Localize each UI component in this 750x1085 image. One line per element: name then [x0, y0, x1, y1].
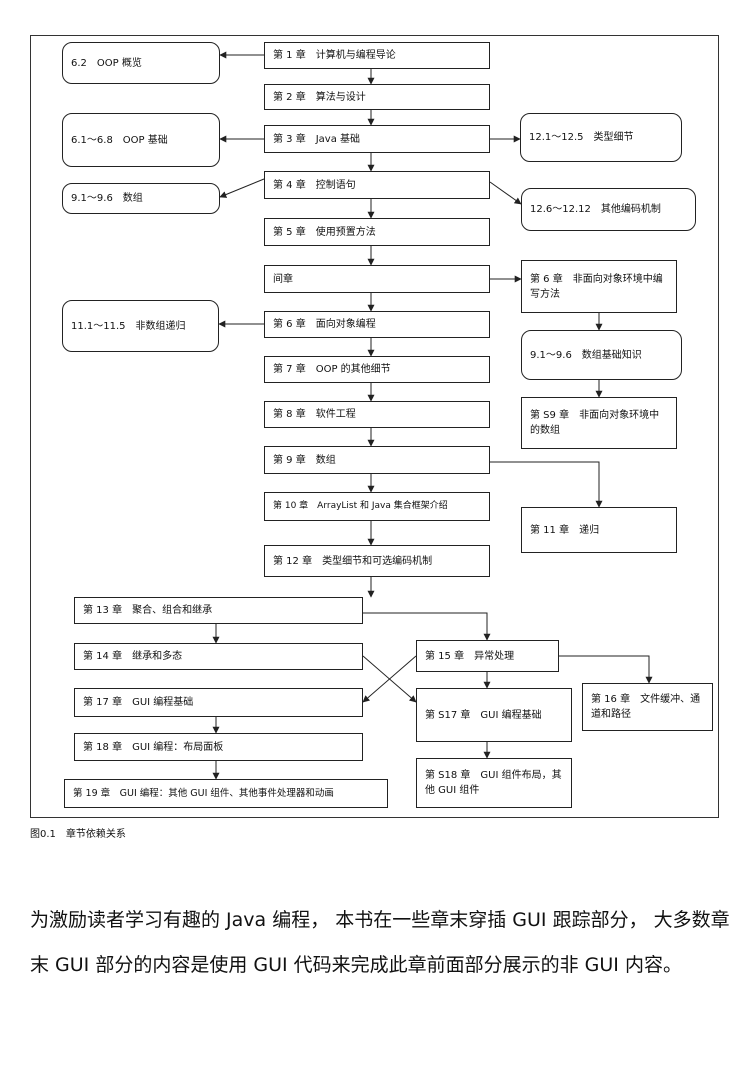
node-ch3-label: 第 3 章 Java 基础 — [273, 133, 361, 145]
node-l111115: 11.1～11.5 非数组递归 — [62, 300, 219, 352]
node-r121125: 12.1～12.5 类型细节 — [520, 113, 682, 162]
node-ch2: 第 2 章 算法与设计 — [264, 84, 490, 110]
node-ch19: 第 19 章 GUI 编程：其他 GUI 组件、其他事件处理器和动画 — [64, 779, 388, 808]
arrow-ch15-ch16 — [559, 655, 653, 684]
node-ch4: 第 4 章 控制语句 — [264, 171, 490, 199]
node-ch12: 第 12 章 类型细节和可选编码机制 — [264, 545, 490, 577]
node-ch19-label: 第 19 章 GUI 编程：其他 GUI 组件、其他事件处理器和动画 — [73, 788, 334, 799]
arrow-ch4-l9196 — [219, 178, 265, 198]
node-ch9-label: 第 9 章 数组 — [273, 454, 336, 466]
node-r6-label: 第 6 章 非面向对象环境中编写方法 — [530, 273, 663, 300]
node-ch14-label: 第 14 章 继承和多态 — [83, 651, 183, 662]
node-ch15: 第 15 章 异常处理 — [416, 640, 559, 672]
node-ch8-label: 第 8 章 软件工程 — [273, 409, 356, 420]
arrow-ch4-r126 — [489, 181, 522, 205]
node-ch15-label: 第 15 章 异常处理 — [425, 650, 515, 662]
node-l9196: 9.1～9.6 数组 — [62, 183, 220, 214]
node-ch13-label: 第 13 章 聚合、组合和继承 — [83, 605, 213, 616]
node-l111115-label: 11.1～11.5 非数组递归 — [71, 320, 186, 332]
node-s18-label: 第 S18 章 GUI 组件布局，其他 GUI 组件 — [425, 770, 562, 796]
node-rs9: 第 S9 章 非面向对象环境中的数组 — [521, 397, 677, 449]
node-r91: 9.1～9.6 数组基础知识 — [521, 330, 682, 380]
node-ch1: 第 1 章 计算机与编程导论 — [264, 42, 490, 69]
node-l9196-label: 9.1～9.6 数组 — [71, 193, 143, 204]
node-l62-label: 6.2 OOP 概览 — [71, 57, 142, 69]
node-ch5-label: 第 5 章 使用预置方法 — [273, 226, 376, 238]
node-l62: 6.2 OOP 概览 — [62, 42, 220, 84]
node-r126: 12.6～12.12 其他编码机制 — [521, 188, 696, 231]
node-r11: 第 11 章 递归 — [521, 507, 677, 553]
node-ch8: 第 8 章 软件工程 — [264, 401, 490, 428]
node-ch7-label: 第 7 章 OOP 的其他细节 — [273, 364, 391, 375]
node-ch1-label: 第 1 章 计算机与编程导论 — [273, 50, 396, 61]
node-l6168: 6.1～6.8 OOP 基础 — [62, 113, 220, 167]
node-r126-label: 12.6～12.12 其他编码机制 — [530, 204, 661, 215]
arrow-ch15-ch17 — [362, 655, 417, 703]
node-r121125-label: 12.1～12.5 类型细节 — [529, 132, 634, 143]
node-ch4-label: 第 4 章 控制语句 — [273, 179, 356, 191]
body-paragraph: 为激励读者学习有趣的 Java 编程， 本书在一些章末穿插 GUI 跟踪部分， … — [30, 909, 730, 976]
node-s18: 第 S18 章 GUI 组件布局，其他 GUI 组件 — [416, 758, 572, 808]
node-ch16: 第 16 章 文件缓冲、通道和路径 — [582, 683, 713, 731]
node-ch6-label: 第 6 章 面向对象编程 — [273, 319, 376, 330]
node-ch16-label: 第 16 章 文件缓冲、通道和路径 — [591, 694, 701, 720]
node-ch10-label: 第 10 章 ArrayList 和 Java 集合框架介绍 — [273, 501, 448, 511]
node-interlude-label: 间章 — [273, 273, 293, 285]
node-ch17-label: 第 17 章 GUI 编程基础 — [83, 697, 194, 708]
arrow-ch13-ch15 — [363, 612, 491, 641]
arrow-ch9-r11 — [490, 461, 603, 508]
node-interlude: 间章 — [264, 265, 490, 293]
node-r11-label: 第 11 章 递归 — [530, 524, 600, 536]
node-r6: 第 6 章 非面向对象环境中编写方法 — [521, 260, 677, 313]
node-ch14: 第 14 章 继承和多态 — [74, 643, 363, 670]
diagram-frame — [30, 35, 719, 818]
node-ch3: 第 3 章 Java 基础 — [264, 125, 490, 153]
node-l6168-label: 6.1～6.8 OOP 基础 — [71, 134, 168, 146]
node-s17-label: 第 S17 章 GUI 编程基础 — [425, 709, 542, 721]
node-ch9: 第 9 章 数组 — [264, 446, 490, 474]
node-ch7: 第 7 章 OOP 的其他细节 — [264, 356, 490, 383]
node-s17: 第 S17 章 GUI 编程基础 — [416, 688, 572, 742]
figure-caption: 图0.1 章节依赖关系 — [30, 829, 126, 840]
node-ch12-label: 第 12 章 类型细节和可选编码机制 — [273, 555, 433, 567]
node-rs9-label: 第 S9 章 非面向对象环境中的数组 — [530, 410, 660, 436]
node-ch13: 第 13 章 聚合、组合和继承 — [74, 597, 363, 624]
node-ch10: 第 10 章 ArrayList 和 Java 集合框架介绍 — [264, 492, 490, 521]
node-r91-label: 9.1～9.6 数组基础知识 — [530, 349, 642, 361]
node-ch18: 第 18 章 GUI 编程：布局面板 — [74, 733, 363, 761]
node-ch2-label: 第 2 章 算法与设计 — [273, 91, 366, 103]
node-ch18-label: 第 18 章 GUI 编程：布局面板 — [83, 741, 224, 753]
node-ch17: 第 17 章 GUI 编程基础 — [74, 688, 363, 717]
node-ch6: 第 6 章 面向对象编程 — [264, 311, 490, 338]
node-ch5: 第 5 章 使用预置方法 — [264, 218, 490, 246]
